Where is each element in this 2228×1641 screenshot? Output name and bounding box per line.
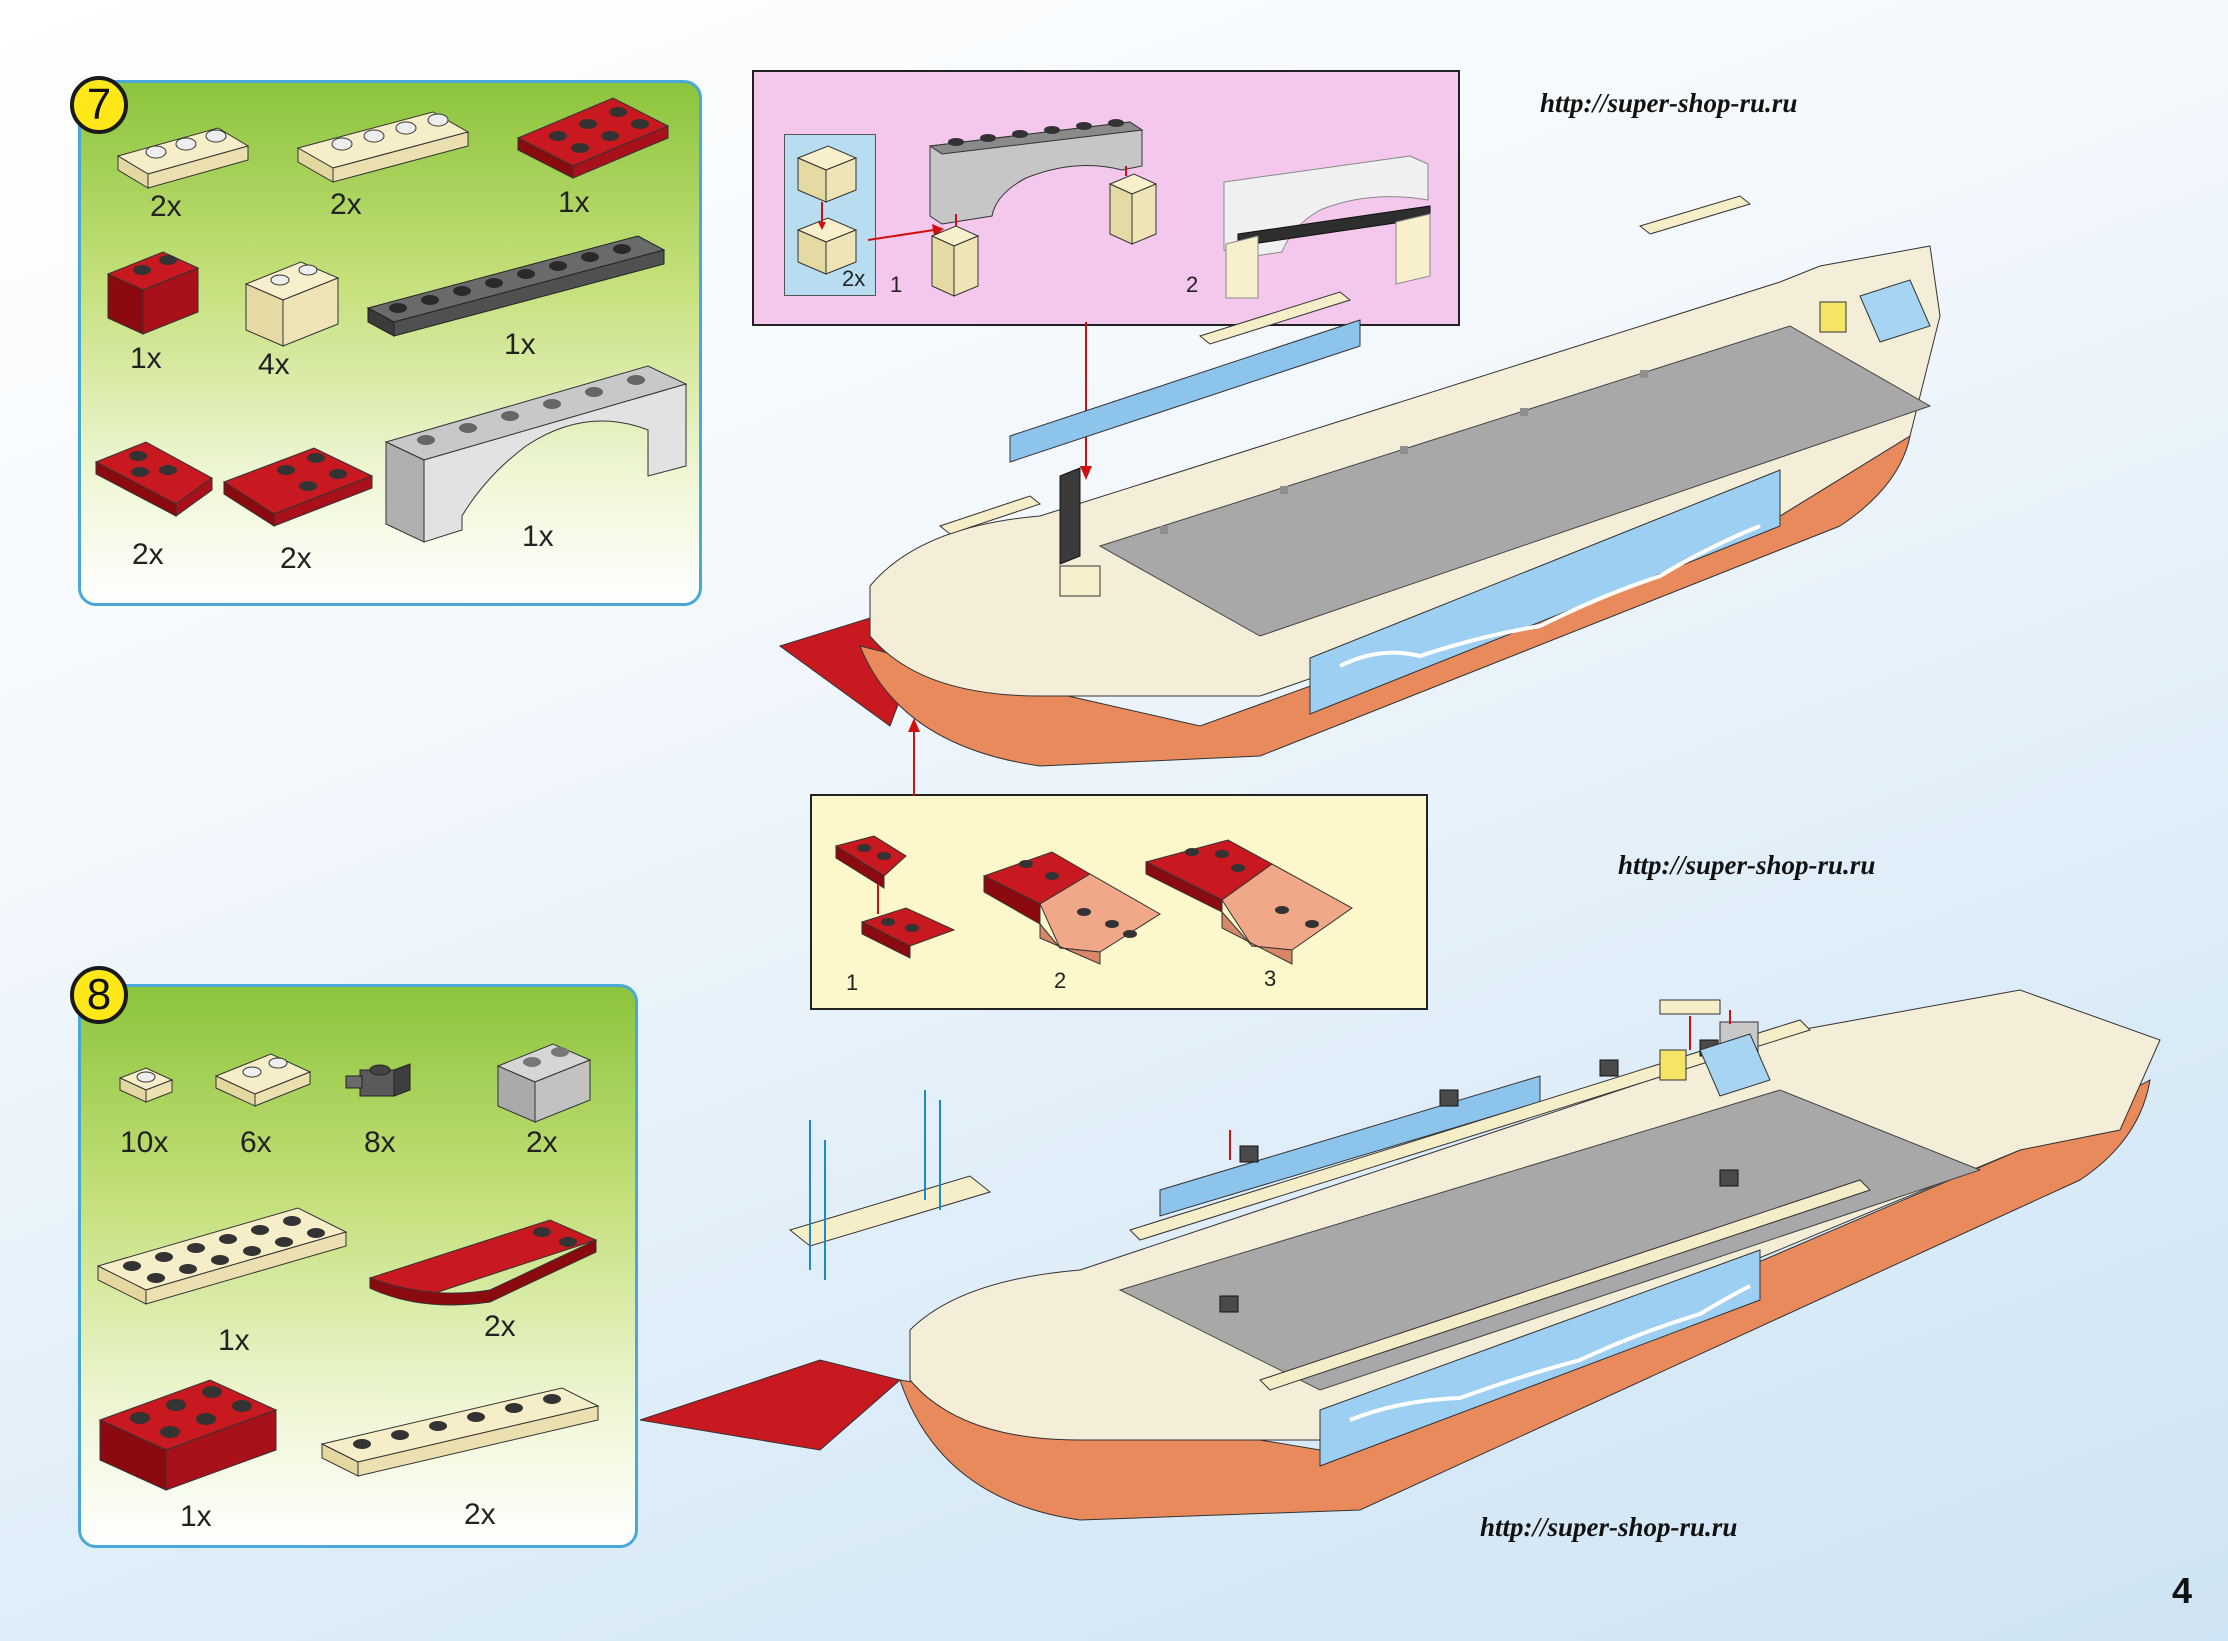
light-gray-arch-1x6-icon <box>384 365 688 543</box>
dark-gray-clip-icon <box>345 1063 411 1097</box>
arch-step1-number: 1 <box>890 272 903 297</box>
step7-part8-qty: 2x <box>280 542 312 575</box>
bow-step3-icon <box>1144 839 1353 965</box>
step7-part5-qty: 4x <box>258 348 290 381</box>
tan-tile-1x6-icon <box>320 1387 600 1477</box>
step7-part7-qty: 2x <box>132 538 164 571</box>
bow-step2-number: 2 <box>1054 968 1067 993</box>
page-number: 4 <box>2172 1570 2193 1611</box>
red-brick-2x3-icon <box>98 1379 278 1491</box>
step8-part5-qty: 1x <box>218 1324 250 1357</box>
light-gray-brick-1x2-icon <box>496 1043 592 1123</box>
step7-part9-qty: 1x <box>522 520 554 553</box>
tan-plate-1x3-icon <box>116 127 250 189</box>
red-brick-1x2-icon <box>106 251 200 335</box>
bow-step3-number: 3 <box>1264 966 1277 991</box>
red-wedge-plate-right-icon <box>222 447 374 527</box>
arch-step2-icon <box>1223 155 1431 299</box>
pillar-multiplier-label: 2x <box>842 266 866 291</box>
step8-part2-qty: 6x <box>240 1126 272 1159</box>
bow-step1-icon <box>834 835 956 959</box>
tan-plate-1x1-icon <box>118 1067 174 1103</box>
bow-step2-icon <box>982 851 1161 965</box>
watermark-url-middle: http://super-shop-ru.ru <box>1618 850 1876 880</box>
arch-step1-icon <box>928 119 1158 297</box>
ship-step8-illustration <box>639 989 2161 1521</box>
red-wedge-plate-left-icon <box>94 441 213 517</box>
watermark-url-bottom: http://super-shop-ru.ru <box>1480 1512 1738 1542</box>
step8-badge: 8 <box>70 966 128 1024</box>
tan-brick-1x2-icon <box>244 261 340 347</box>
tan-plate-2x6-icon <box>96 1207 348 1305</box>
tan-brick-pillar-icon <box>796 145 858 275</box>
step8-part6-qty: 2x <box>484 1310 516 1343</box>
bow-step1-number: 1 <box>846 970 859 995</box>
step8-part1-qty: 10x <box>120 1126 169 1159</box>
step7-badge: 7 <box>70 76 128 134</box>
step7-part3-qty: 1x <box>558 186 590 219</box>
step8-part7-qty: 1x <box>180 1500 212 1533</box>
arch-assembly-arrow <box>867 224 944 241</box>
bow-callout-line <box>908 718 920 796</box>
ship-step7-illustration <box>778 195 1941 767</box>
step7-part1-qty: 2x <box>150 190 182 223</box>
step8-part8-qty: 2x <box>464 1498 496 1531</box>
dark-gray-plate-1x8-icon <box>366 235 666 337</box>
red-curved-slope-icon <box>368 1219 598 1306</box>
arch-step2-number: 2 <box>1186 272 1199 297</box>
step7-part2-qty: 2x <box>330 188 362 221</box>
arch-callout-line <box>1080 322 1092 480</box>
step8-part4-qty: 2x <box>526 1126 558 1159</box>
watermark-url-top: http://super-shop-ru.ru <box>1540 88 1798 118</box>
tan-plate-1x4-icon <box>296 111 470 183</box>
step8-part3-qty: 8x <box>364 1126 396 1159</box>
tan-tile-1x2-icon <box>214 1053 312 1107</box>
red-plate-2x3-icon <box>516 97 670 179</box>
step7-part4-qty: 1x <box>130 342 162 375</box>
step7-part6-qty: 1x <box>504 328 536 361</box>
